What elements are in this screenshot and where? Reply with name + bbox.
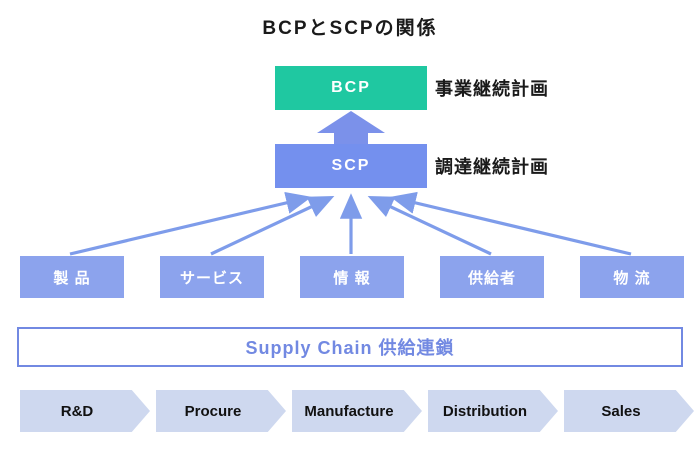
process-step-rd: R&D (20, 390, 150, 432)
element-box-suppliers: 供給者 (440, 256, 544, 298)
element-box-suppliers-label: 供給者 (467, 269, 516, 287)
diagram-title: BCPとSCPの関係 (262, 18, 438, 39)
element-box-information-label: 情 報 (333, 269, 371, 287)
bcp-side-label: 事業継続計画 (435, 79, 549, 99)
element-box-services: サービス (160, 256, 264, 298)
bcp-box-label: BCP (331, 79, 371, 96)
scp-to-bcp-block-arrow (317, 111, 385, 146)
process-step-manufacture: Manufacture (292, 390, 422, 432)
arrow-logistics-to-scp (390, 191, 632, 256)
element-box-products-label: 製 品 (53, 269, 91, 287)
process-step-procure-label: Procure (184, 402, 242, 420)
element-box-logistics: 物 流 (580, 256, 684, 298)
arrow-products-to-scp (69, 191, 312, 256)
process-step-distribution: Distribution (428, 390, 558, 432)
arrow-suppliers-to-scp (367, 195, 492, 256)
process-step-procure: Procure (156, 390, 286, 432)
supply-chain-banner: Supply Chain 供給連鎖 (17, 327, 683, 367)
process-step-sales: Sales (564, 390, 694, 432)
process-step-distribution-label: Distribution (442, 402, 528, 420)
element-box-logistics-label: 物 流 (613, 269, 651, 287)
element-box-information: 情 報 (300, 256, 404, 298)
process-step-rd-label: R&D (60, 402, 94, 420)
element-box-products: 製 品 (20, 256, 124, 298)
process-step-manufacture-label: Manufacture (304, 402, 394, 420)
scp-box-label: SCP (331, 157, 371, 174)
scp-box: SCP (275, 144, 427, 188)
scp-side-label: 調達継続計画 (435, 157, 549, 177)
supply-chain-banner-label: Supply Chain 供給連鎖 (245, 338, 455, 358)
arrow-services-to-scp (210, 195, 335, 256)
process-step-sales-label: Sales (601, 402, 641, 420)
element-box-services-label: サービス (179, 269, 244, 287)
bcp-box: BCP (275, 66, 427, 110)
